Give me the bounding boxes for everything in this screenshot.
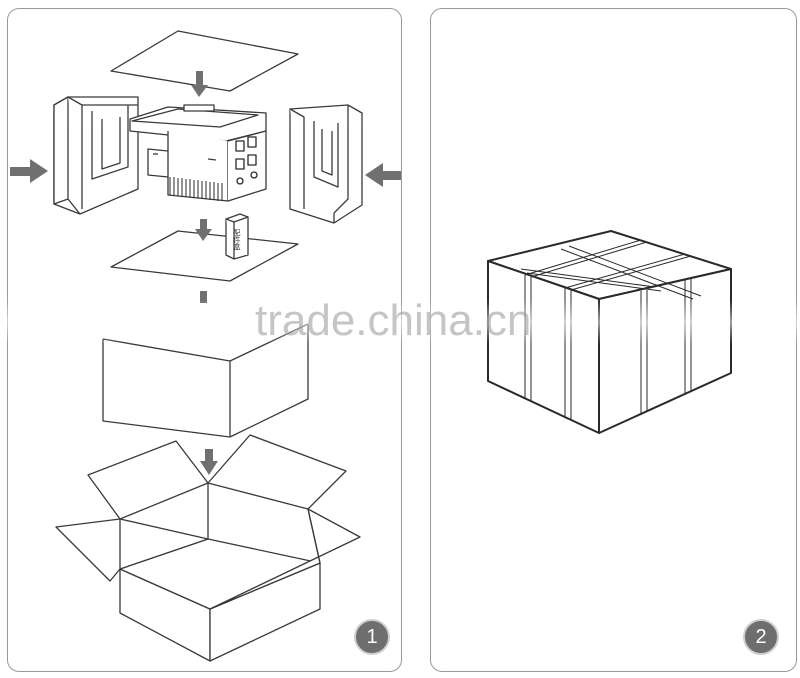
watermark-band xyxy=(0,300,800,344)
open-carton xyxy=(55,434,361,662)
arrow-left-icon xyxy=(365,163,401,187)
arrow-down-icon xyxy=(200,449,218,475)
arrow-right-icon xyxy=(10,159,48,183)
step-number-badge: 2 xyxy=(743,619,779,655)
step-1-illustration: 配件盒 xyxy=(10,30,401,662)
left-foam-cap xyxy=(53,96,139,215)
accessory-box-label: 配件盒 xyxy=(233,229,241,250)
top-cover-sheet xyxy=(110,30,299,92)
arrow-down-icon xyxy=(191,71,208,97)
arrow-down-icon xyxy=(195,219,212,241)
accessory-box xyxy=(225,213,249,260)
step-number-badge: 1 xyxy=(354,619,390,655)
printer-machine xyxy=(129,104,267,202)
arrow-down-icon xyxy=(200,291,207,303)
right-foam-cap xyxy=(289,104,363,224)
bottom-sheet xyxy=(110,230,299,282)
watermark: trade.china.cn xyxy=(255,296,532,345)
